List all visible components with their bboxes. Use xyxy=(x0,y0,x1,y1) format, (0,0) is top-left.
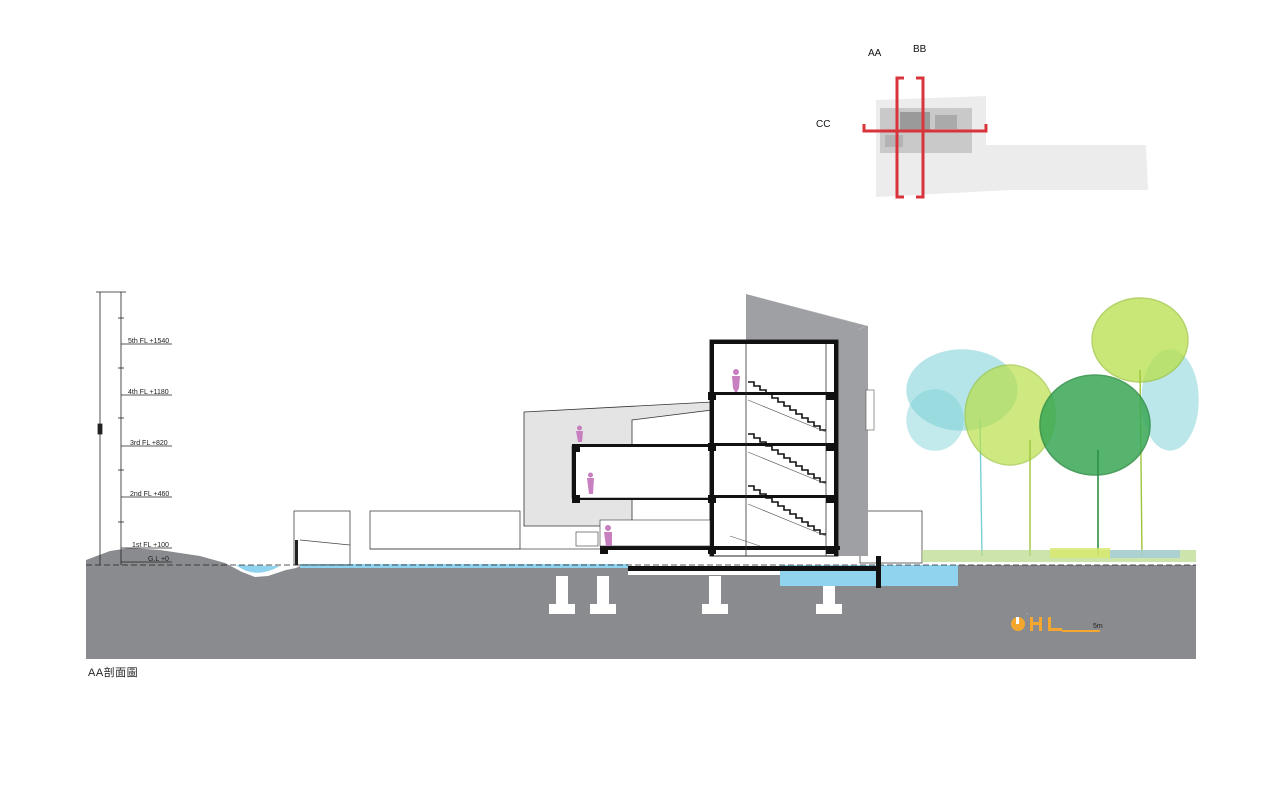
cut-line-bb xyxy=(916,76,925,199)
main-tower xyxy=(572,294,881,588)
elevation-scale xyxy=(96,291,126,565)
level-label-3f: 3rd FL +820 xyxy=(130,440,168,447)
human-figures xyxy=(576,369,740,546)
level-label-1f: 1st FL +100 xyxy=(132,542,169,549)
section-label-cc: CC xyxy=(816,119,831,130)
cut-line-cc xyxy=(862,124,988,133)
ground-mass xyxy=(86,548,1196,659)
level-label-4f: 4th FL +1180 xyxy=(128,389,169,396)
foundation-piles xyxy=(549,576,842,614)
logo-text: OHL xyxy=(1026,613,1029,615)
tree-lime xyxy=(964,297,1189,557)
section-label-bb: BB xyxy=(913,44,927,55)
level-marks xyxy=(121,343,172,563)
grass xyxy=(922,548,1196,562)
trees xyxy=(906,297,1199,557)
key-plan xyxy=(862,76,1148,199)
cantilever-volume xyxy=(523,401,713,527)
cut-line-aa xyxy=(895,76,904,199)
level-label-5f: 5th FL +1540 xyxy=(128,338,169,345)
drawing-caption: AA剖面圖 xyxy=(88,667,139,679)
water-channel xyxy=(300,564,628,568)
tree-green xyxy=(1039,374,1151,556)
scale-bar-label: 5m xyxy=(1093,623,1103,630)
scale-bar xyxy=(1011,617,1100,632)
staircase xyxy=(748,381,826,535)
level-label-gl: G.L +0 xyxy=(148,556,169,563)
level-label-2f: 2nd FL +460 xyxy=(130,491,169,498)
section-label-aa: AA xyxy=(868,48,882,59)
